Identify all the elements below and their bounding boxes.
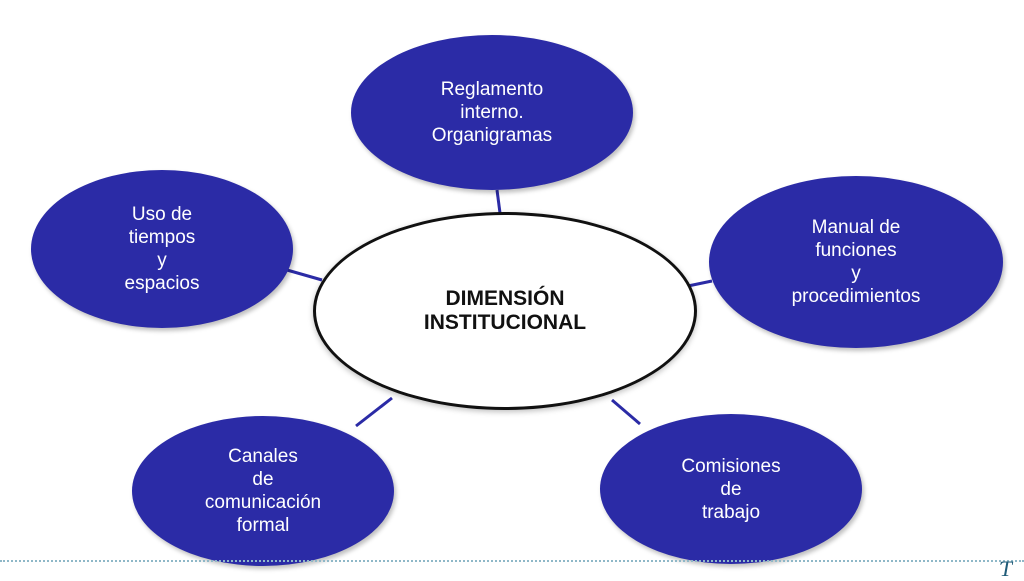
node-canales-label: Canales de comunicación formal — [204, 446, 322, 536]
corner-logo-icon: Ƭ — [999, 556, 1012, 581]
node-comisiones: Comisiones de trabajo — [600, 414, 862, 564]
node-manual: Manual de funciones y procedimientos — [709, 176, 1003, 348]
node-uso-label: Uso de tiempos y espacios — [124, 204, 200, 294]
connector-reglamento — [495, 189, 502, 214]
connector-comisiones — [611, 398, 641, 426]
connector-manual — [687, 279, 713, 288]
node-manual-label: Manual de funciones y procedimientos — [791, 217, 921, 307]
center-node: DIMENSIÓN INSTITUCIONAL — [313, 212, 697, 410]
node-uso: Uso de tiempos y espacios — [31, 170, 293, 328]
node-comisiones-label: Comisiones de trabajo — [681, 455, 781, 523]
node-canales: Canales de comunicación formal — [132, 416, 394, 566]
connector-canales — [355, 396, 393, 428]
center-node-label: DIMENSIÓN INSTITUCIONAL — [423, 287, 587, 334]
node-reglamento: Reglamento interno. Organigramas — [351, 35, 633, 190]
node-reglamento-label: Reglamento interno. Organigramas — [431, 79, 553, 146]
footer-divider — [0, 560, 1024, 562]
